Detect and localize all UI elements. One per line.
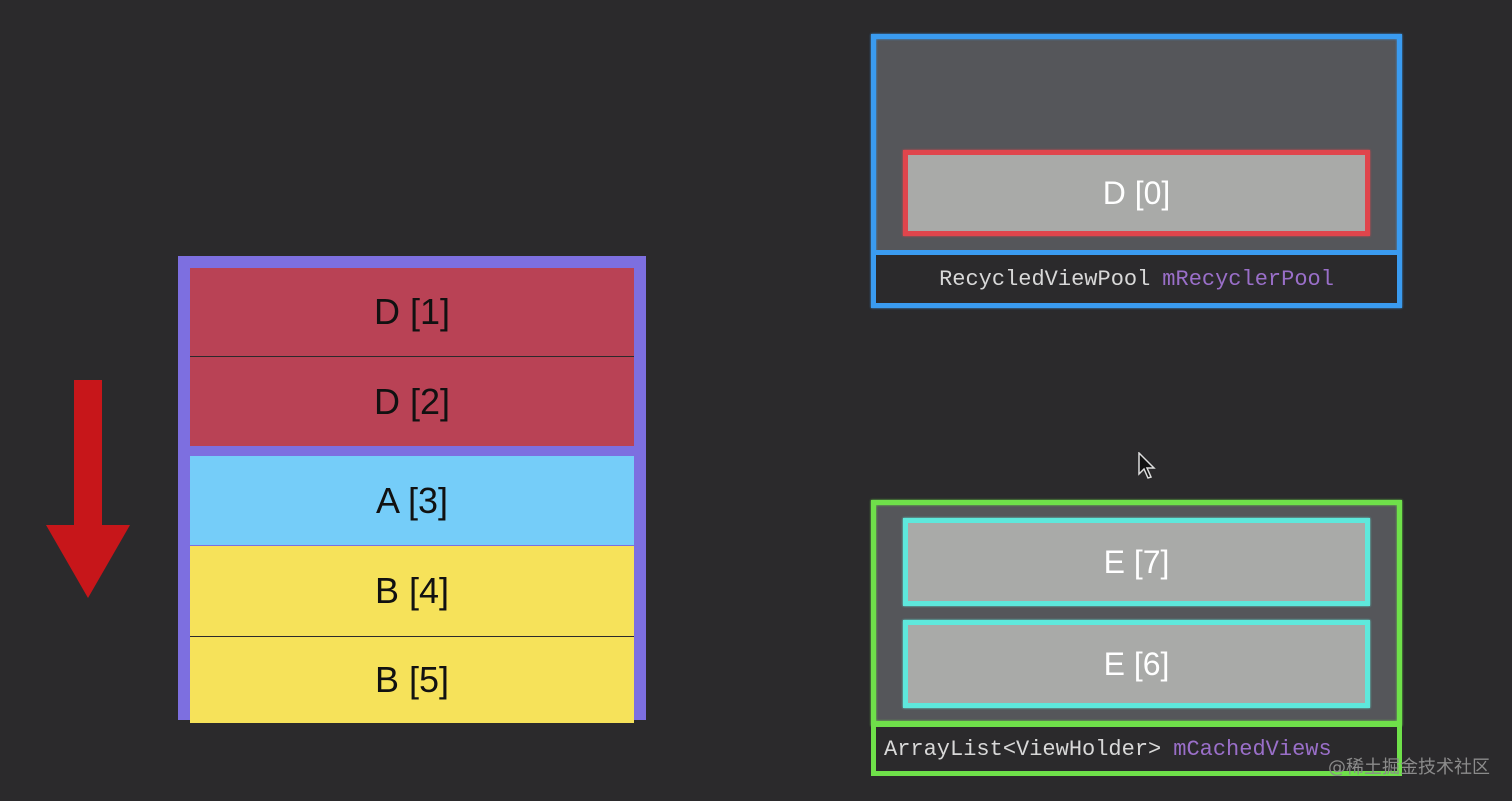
cache-label-type: ArrayList<ViewHolder> [884,736,1162,762]
list-item: D [2] [190,357,634,446]
recycler-view-list: D [1] D [2] A [3] B [4] B [5] [178,256,646,723]
list-item-label: B [4] [374,570,450,611]
pool-view-holder-label: D [0] [1102,174,1171,211]
list-item-label: D [1] [373,291,451,332]
cache-label-name: mCachedViews [1173,736,1332,762]
arrow-down-icon [46,380,130,598]
pool-view-holder: D [0] [903,150,1370,236]
list-item: A [3] [190,456,634,545]
list-item: B [5] [190,637,634,723]
mouse-pointer-icon [1138,452,1156,479]
list-item: B [4] [190,546,634,637]
cached-view-holder: E [7] [903,518,1370,606]
cached-view-holder-label: E [7] [1103,543,1170,580]
list-item-label: D [2] [373,380,451,422]
cached-view-holder: E [6] [903,620,1370,708]
cached-views-label: ArrayList<ViewHolder> mCachedViews [871,722,1402,776]
watermark: @稀土掘金技术社区 [1328,757,1490,778]
list-item-label: A [3] [375,479,449,521]
cached-view-holder-label: E [6] [1103,645,1170,682]
recycled-view-pool-label: RecycledViewPool mRecyclerPool [871,250,1402,308]
list-item: D [1] [190,268,634,357]
pool-label-type: RecycledViewPool [939,266,1151,292]
list-item-label: B [5] [374,659,450,700]
pool-label-name: mRecyclerPool [1162,266,1334,292]
